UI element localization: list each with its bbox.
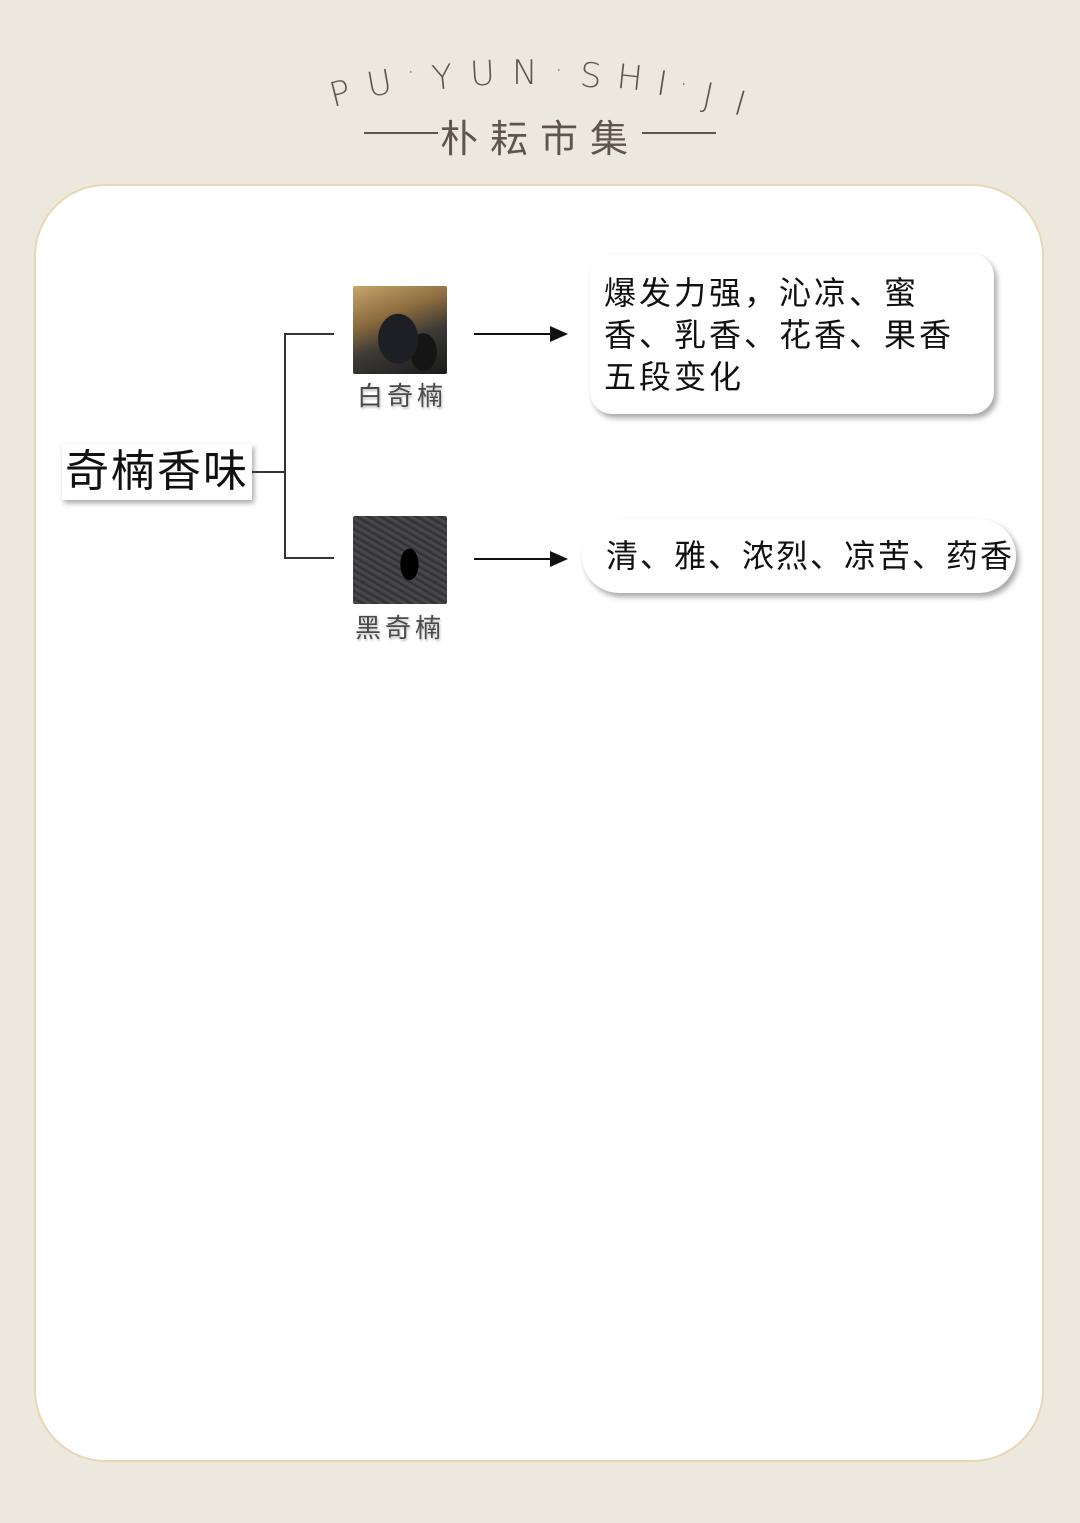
connector-branch-top [284,333,334,335]
branch-label-white: 白奇楠 [356,382,447,412]
brand-right-rule [642,132,716,134]
arrow-line-bottom [474,558,552,560]
brand-left-rule [364,132,438,134]
brand-chinese-row: 朴耘市集 [0,108,1080,161]
branch-label-black: 黑奇楠 [354,614,445,644]
connector-root-stub [252,471,285,473]
arrow-head-top [550,326,568,342]
connector-branch-bottom [284,557,334,559]
brand-letter: N [512,53,538,93]
brand-letter: S [578,55,603,97]
description-bubble-white: 爆发力强，沁凉、蜜香、乳香、花香、果香五段变化 [590,254,994,414]
brand-letter: Y [429,57,455,99]
brand-letter: · [554,55,564,85]
arrow-line-top [474,333,552,335]
brand-letter: H [614,56,645,100]
arrow-head-bottom [550,551,568,567]
brand-letter: I [653,63,671,105]
white-qinan-image [353,286,447,374]
connector-vertical [284,333,286,559]
description-bubble-black: 清、雅、浓烈、凉苦、药香 [582,519,1016,593]
brand-letter: U [363,62,396,106]
brand-letter: U [468,53,496,95]
brand-latin-arc: P U · Y U N · S H I · J I [0,0,1080,125]
brand-letter: · [677,69,691,99]
black-qinan-image [353,516,447,604]
root-node: 奇楠香味 [62,444,252,500]
brand-letter: · [405,57,417,87]
brand-chinese-name: 朴耘市集 [440,117,641,161]
